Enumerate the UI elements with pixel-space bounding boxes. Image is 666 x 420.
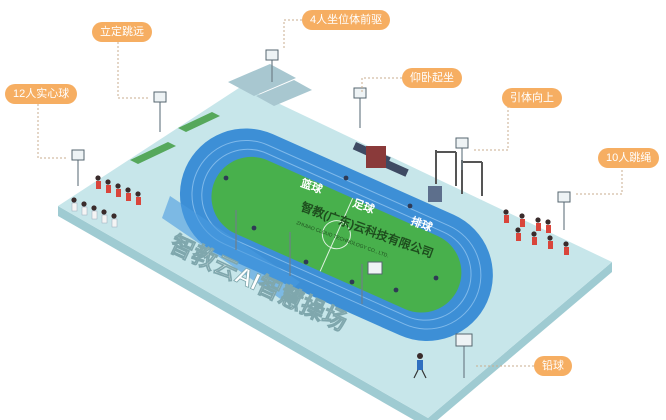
callout-rope-skipping: 10人跳绳 [598,148,660,168]
field-center-circle [321,220,351,250]
track-inner-lane [201,148,472,321]
info-kiosk [428,186,442,202]
callout-shot-put: 铅球 [534,356,572,376]
scoreboard [366,146,386,168]
callout-medicine-ball: 12人实心球 [5,84,78,104]
callout-sit-and-reach: 4人坐位体前驱 [302,10,391,30]
station-mats [130,64,442,202]
pull-up-bars [435,150,483,196]
sit-reach-mat [228,64,296,96]
running-track [179,128,493,341]
callout-standing-long-jump: 立定跳远 [92,22,152,42]
runners [223,175,439,293]
students-medicine-ball [71,175,141,228]
callout-leader-lines [37,19,623,367]
shot-put-student [413,353,427,379]
long-jump-mat [130,142,176,164]
field-midline [319,197,354,272]
track-inner-lane [191,139,482,330]
sit-reach-mat [256,80,312,106]
long-jump-mat [178,112,220,132]
callout-sit-ups: 仰卧起坐 [402,68,462,88]
camera-icons [71,49,571,347]
students-rope-skipping [503,209,569,255]
track-straight-block [162,196,300,300]
callout-pull-ups: 引体向上 [502,88,562,108]
